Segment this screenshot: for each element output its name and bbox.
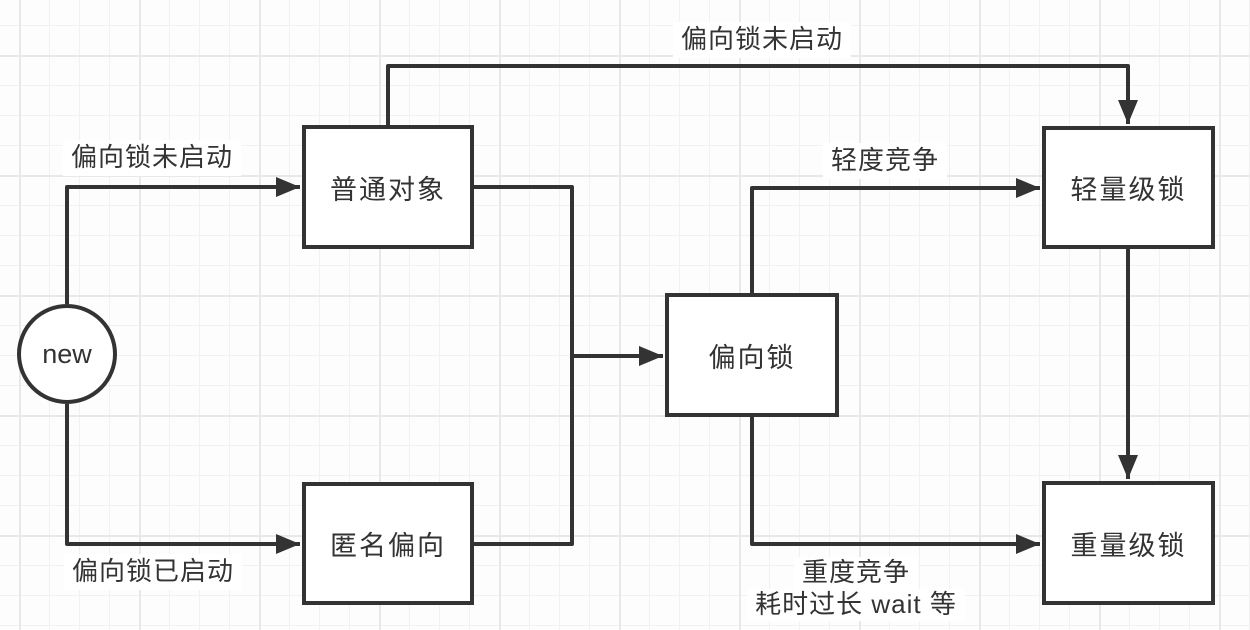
edge-label-bypass-top: 偏向锁未启动 bbox=[672, 22, 852, 58]
node-ordinary-object-label: 普通对象 bbox=[330, 174, 446, 205]
edge-new-to-ordinary bbox=[65, 177, 300, 304]
node-anonymous-bias: 匿名偏向 bbox=[302, 482, 474, 605]
node-heavyweight-lock-label: 重量级锁 bbox=[1070, 530, 1187, 561]
node-biased-lock-label: 偏向锁 bbox=[708, 342, 796, 373]
edge-label-new-to-anonymous: 偏向锁已启动 bbox=[63, 554, 243, 590]
node-lightweight-lock-label: 轻量级锁 bbox=[1070, 175, 1187, 205]
edge-ordinary-bypass-to-lightweight bbox=[386, 64, 1138, 125]
edge-label-heavy-contention-line2: 耗时过长 wait 等 bbox=[747, 589, 965, 621]
edge-label-heavy-contention: 重度竞争 耗时过长 wait 等 bbox=[747, 557, 965, 621]
edge-new-to-anonymous bbox=[65, 404, 300, 554]
edge-label-new-to-ordinary: 偏向锁未启动 bbox=[62, 140, 242, 176]
edge-biased-to-lightweight bbox=[750, 178, 1040, 293]
node-biased-lock: 偏向锁 bbox=[665, 293, 839, 417]
node-new-label: new bbox=[42, 338, 92, 369]
node-anonymous-bias-label: 匿名偏向 bbox=[330, 531, 446, 561]
edge-label-light-contention: 轻度竞争 bbox=[822, 143, 948, 179]
edge-merge-trunk bbox=[474, 185, 574, 546]
node-ordinary-object: 普通对象 bbox=[302, 125, 474, 249]
node-new: new bbox=[17, 304, 117, 404]
node-lightweight-lock: 轻量级锁 bbox=[1042, 126, 1215, 249]
edge-label-heavy-contention-line1: 重度竞争 bbox=[793, 557, 918, 589]
edge-biased-to-heavyweight bbox=[750, 417, 1040, 554]
node-heavyweight-lock: 重量级锁 bbox=[1042, 481, 1215, 605]
